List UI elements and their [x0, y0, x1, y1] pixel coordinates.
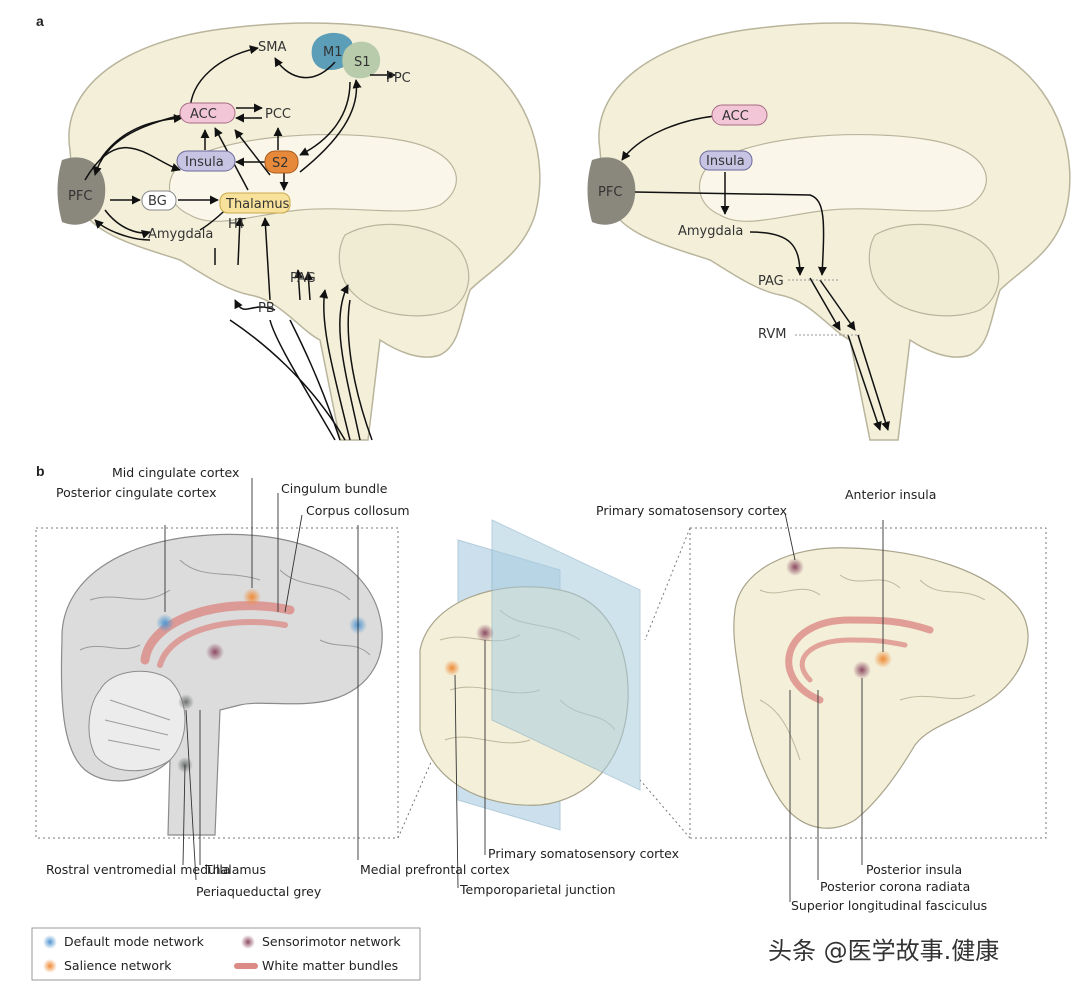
coronal-outline [733, 547, 1029, 829]
node-bg-bubble [141, 190, 177, 211]
node-pcc: PCC [265, 107, 291, 122]
right-corpus-callosum-shape [698, 133, 987, 222]
label-primary-somatosensory-mid: Primary somatosensory cortex [488, 846, 679, 861]
left-brain-outline [68, 22, 541, 441]
posterior-insula-dot [853, 661, 871, 679]
label-posterior-insula: Posterior insula [866, 862, 962, 877]
legend-sensorimotor: Sensorimotor network [262, 934, 401, 949]
node-thalamus: Thalamus [225, 197, 290, 212]
label-posterior-cingulate-text: Posterior cingulate cortex [56, 485, 216, 500]
label-temporoparietal: Temporoparietal junction [459, 882, 616, 897]
node-thalamus-bubble [219, 192, 291, 214]
periaqueductal-dot [178, 694, 194, 710]
node-acc-bubble [179, 102, 236, 124]
corpus-callosum-shape [157, 619, 288, 668]
legend-default-mode: Default mode network [64, 934, 205, 949]
legend-white-matter: White matter bundles [262, 958, 398, 973]
node-ht: HT [228, 217, 246, 232]
node-pfc: PFC [68, 189, 92, 204]
brain-3d [419, 519, 641, 831]
legend-dot-default-mode [43, 935, 57, 949]
right-connector [639, 779, 691, 839]
node-s2: S2 [272, 156, 289, 171]
left-connector [397, 759, 433, 839]
node-s1: S1 [354, 55, 371, 70]
node-m1: M1 [323, 45, 343, 60]
label-mid-cingulate: Mid cingulate cortex [112, 465, 239, 480]
thalamus-dot [206, 643, 224, 661]
right-node-acc-bubble [711, 104, 768, 126]
node-s2-bubble [264, 150, 299, 174]
cingulum-bundle-shape [140, 601, 295, 665]
panel-a-right-brain [587, 22, 1071, 441]
label-primary-somatosensory-top: Primary somatosensory cortex [596, 503, 787, 518]
posterior-cingulate-dot [156, 614, 174, 632]
right-node-insula: Insula [706, 154, 745, 169]
slf-bundle-shape [785, 616, 934, 704]
tpj-dot [444, 660, 460, 676]
label-anterior-insula: Anterior insula [845, 487, 936, 502]
blue-plane-front [491, 519, 641, 791]
mid-cingulate-dot [243, 588, 261, 606]
right-node-amygdala: Amygdala [678, 224, 743, 239]
somatosensory-3d-dot [476, 624, 494, 642]
label-cingulum-bundle: Cingulum bundle [281, 481, 388, 496]
right-node-insula-bubble [699, 150, 753, 171]
panel-a-letter: a [36, 13, 44, 29]
node-bg: BG [148, 194, 167, 209]
panel-a-left-brain [57, 22, 541, 441]
legend: Default mode network Salience network Se… [31, 927, 421, 981]
panel-a-left-arrows [84, 45, 396, 441]
node-pag: PAG [290, 271, 316, 286]
right-node-rvm: RVM [758, 327, 786, 342]
right-node-acc: ACC [722, 109, 749, 124]
right-pfc-region [587, 157, 636, 225]
legend-box [31, 927, 421, 981]
panel-b-labels: Mid cingulate cortex Posterior cingulate… [46, 465, 987, 913]
node-pb: PB [258, 301, 275, 316]
panel-a-right-leaders [788, 279, 860, 336]
right-node-pfc: PFC [598, 185, 622, 200]
panel-a-right-arrows [621, 115, 890, 431]
coronal-somatosensory-dot [786, 558, 804, 576]
label-rostral-ventromedial: Rostral ventromedial medulla [46, 862, 231, 877]
panel-b-leader-lines [164, 478, 884, 902]
right-connector-top [644, 527, 691, 641]
node-sma: SMA [258, 40, 286, 55]
label-superior-longitudinal: Superior longitudinal fasciculus [791, 898, 987, 913]
node-acc: ACC [190, 107, 217, 122]
label-corpus-callosum: Corpus collosum [306, 503, 410, 518]
anterior-insula-dot [874, 650, 892, 668]
panel-a-left-nodes: SMA M1 S1 PPC ACC PCC Insula S2 PFC BG T… [68, 40, 411, 316]
s1-region [342, 41, 381, 79]
legend-dot-sensorimotor [241, 935, 255, 949]
node-amygdala: Amygdala [148, 227, 213, 242]
node-ppc: PPC [386, 71, 411, 86]
sagittal-cerebellum [88, 670, 186, 772]
label-thalamus: Thalamus [204, 862, 266, 877]
coronal-slice [733, 547, 1029, 829]
right-brain-outline [598, 22, 1071, 441]
panel-a-right-nodes: ACC Insula PFC Amygdala PAG RVM [598, 104, 786, 342]
right-cerebellum-shape [868, 223, 1000, 317]
label-medial-prefrontal: Medial prefrontal cortex [360, 862, 510, 877]
legend-dot-salience [43, 959, 57, 973]
label-posterior-corona: Posterior corona radiata [820, 879, 970, 894]
label-periaqueductal: Periaqueductal grey [196, 884, 322, 899]
right-node-pag: PAG [758, 274, 784, 289]
label-posterior-cingulate: Posterior cingulate cortex [56, 485, 216, 500]
corona-radiata-shape [799, 637, 908, 683]
node-insula-bubble [176, 150, 236, 172]
node-insula: Insula [185, 155, 224, 170]
watermark: 头条 @医学故事.健康 [768, 937, 999, 965]
legend-salience: Salience network [64, 958, 172, 973]
legend-bar-white-matter [234, 963, 258, 969]
left-dotted-box [35, 527, 399, 839]
panel-b-letter: b [36, 463, 45, 479]
right-dotted-box [689, 527, 1047, 839]
sagittal-brain [60, 533, 383, 836]
